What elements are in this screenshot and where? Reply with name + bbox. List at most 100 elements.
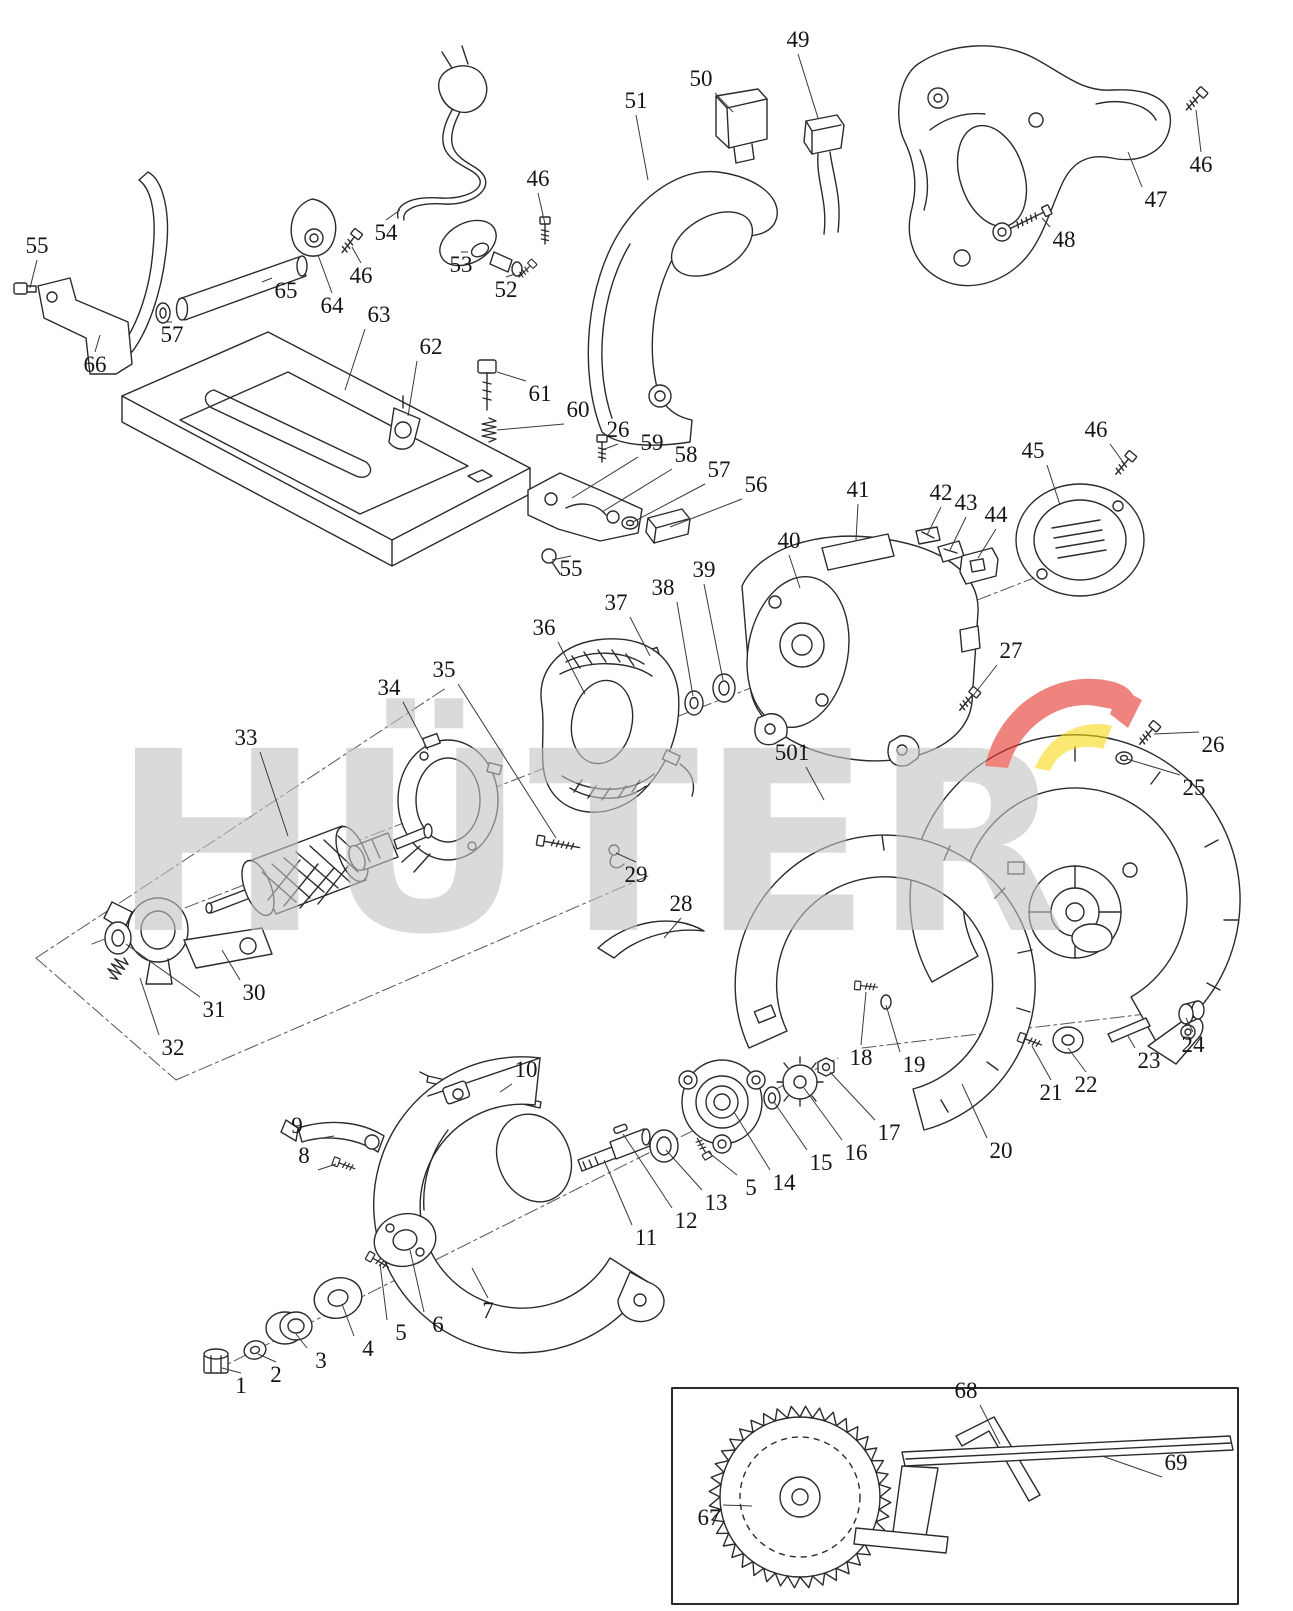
leader-line-14 bbox=[733, 1111, 771, 1171]
leader-line-18 bbox=[860, 991, 867, 1046]
blade-tooth bbox=[710, 1471, 725, 1486]
part-label-48: 48 bbox=[1053, 227, 1076, 252]
blade-tooth bbox=[855, 1543, 871, 1556]
part-label-57: 57 bbox=[708, 457, 731, 482]
leader-line-5 bbox=[707, 1151, 738, 1176]
part-label-50: 50 bbox=[690, 66, 713, 91]
brand-logo-red-wedge bbox=[1110, 688, 1142, 728]
part-riving-knife-assembly bbox=[13, 171, 364, 375]
part-label-43: 43 bbox=[955, 490, 978, 515]
part-label-36: 36 bbox=[533, 615, 556, 640]
part-label-51: 51 bbox=[625, 88, 648, 113]
leader-line-38 bbox=[676, 601, 694, 697]
blade-tooth bbox=[729, 1438, 745, 1451]
blade-tooth bbox=[714, 1460, 730, 1473]
part-label-15: 15 bbox=[810, 1150, 833, 1175]
leader-line-26 bbox=[601, 443, 619, 451]
part-label-47: 47 bbox=[1145, 187, 1168, 212]
blade-tooth bbox=[786, 1575, 801, 1589]
part-spindle-assembly bbox=[280, 1056, 835, 1174]
blade-tooth bbox=[741, 1552, 754, 1568]
leader-line-35 bbox=[457, 683, 557, 839]
blade-tooth bbox=[835, 1561, 850, 1575]
part-label-55: 55 bbox=[560, 556, 583, 581]
blade-tooth bbox=[708, 1496, 722, 1511]
part-label-57: 57 bbox=[161, 322, 184, 347]
blade-tooth bbox=[811, 1407, 826, 1422]
part-label-68: 68 bbox=[955, 1378, 978, 1403]
part-label-61: 61 bbox=[529, 381, 552, 406]
blade-tooth bbox=[864, 1447, 878, 1462]
leader-line-46 bbox=[1109, 443, 1124, 463]
blade-tooth bbox=[799, 1405, 814, 1419]
blade-tooth bbox=[799, 1575, 814, 1589]
part-label-18: 18 bbox=[850, 1045, 873, 1070]
part-label-30: 30 bbox=[243, 980, 266, 1005]
part-label-14: 14 bbox=[773, 1170, 797, 1195]
part-motor-assembly bbox=[535, 449, 1145, 869]
part-label-1: 1 bbox=[235, 1373, 247, 1398]
blade-tooth bbox=[835, 1417, 848, 1433]
part-label-42: 42 bbox=[930, 480, 953, 505]
leader-line-69 bbox=[1101, 1455, 1163, 1478]
leader-line-27 bbox=[971, 664, 998, 698]
blade-tooth bbox=[875, 1471, 889, 1486]
part-label-21: 21 bbox=[1040, 1080, 1063, 1105]
leader-line-52 bbox=[505, 273, 516, 278]
leader-line-55 bbox=[29, 259, 38, 289]
part-power-cord-assembly bbox=[397, 45, 551, 281]
leader-line-29 bbox=[615, 852, 637, 863]
leader-line-5 bbox=[379, 1263, 388, 1321]
part-label-2: 2 bbox=[270, 1362, 282, 1387]
blade-tooth bbox=[824, 1567, 838, 1582]
part-label-41: 41 bbox=[847, 477, 870, 502]
part-rear-housing bbox=[898, 45, 1209, 287]
part-label-7: 7 bbox=[482, 1298, 494, 1323]
part-armature-assembly bbox=[103, 732, 503, 985]
leader-line-6 bbox=[409, 1249, 425, 1313]
part-labels-layer: 5566576564465453524651504947464863626160… bbox=[26, 27, 1225, 1530]
blade-tooth bbox=[708, 1483, 722, 1498]
leader-line-65 bbox=[261, 277, 273, 283]
part-label-40: 40 bbox=[778, 528, 801, 553]
part-label-56: 56 bbox=[745, 472, 768, 497]
part-label-65: 65 bbox=[275, 278, 298, 303]
part-hex-key bbox=[955, 1416, 1041, 1502]
part-label-29: 29 bbox=[625, 862, 648, 887]
leader-line-45 bbox=[1046, 464, 1061, 506]
blade-tooth bbox=[711, 1508, 725, 1523]
leader-line-13 bbox=[665, 1149, 703, 1191]
leader-line-31 bbox=[125, 943, 201, 998]
watermark-text: HÜTER bbox=[112, 698, 1068, 989]
part-front-handle bbox=[587, 88, 845, 446]
leader-line-50 bbox=[714, 92, 734, 113]
part-label-46: 46 bbox=[1085, 417, 1108, 442]
watermark: HÜTER bbox=[112, 678, 1142, 989]
part-label-53: 53 bbox=[450, 252, 473, 277]
leader-line-20 bbox=[961, 1083, 988, 1139]
leader-line-23 bbox=[1127, 1035, 1136, 1049]
leader-line-54 bbox=[385, 209, 401, 221]
leader-line-61 bbox=[496, 371, 527, 382]
part-label-8: 8 bbox=[298, 1143, 310, 1168]
part-label-46: 46 bbox=[1190, 152, 1213, 177]
brand-logo-yellow-swoosh bbox=[1035, 723, 1112, 771]
leader-line-25 bbox=[1126, 758, 1181, 776]
leader-line-46 bbox=[537, 192, 546, 225]
leader-line-15 bbox=[773, 1101, 808, 1151]
leader-line-58 bbox=[601, 468, 673, 513]
part-label-31: 31 bbox=[203, 997, 226, 1022]
part-label-35: 35 bbox=[433, 657, 456, 682]
part-label-63: 63 bbox=[368, 302, 391, 327]
leader-line-55 bbox=[551, 555, 572, 561]
leader-line-2 bbox=[257, 1353, 277, 1363]
leader-line-9 bbox=[310, 1135, 335, 1141]
leader-line-7 bbox=[471, 1267, 489, 1299]
blade-tooth bbox=[763, 1567, 776, 1583]
part-label-20: 20 bbox=[990, 1138, 1013, 1163]
part-label-25: 25 bbox=[1183, 775, 1206, 800]
part-label-69: 69 bbox=[1165, 1450, 1188, 1475]
part-label-34: 34 bbox=[378, 675, 402, 700]
leader-line-37 bbox=[629, 616, 651, 657]
